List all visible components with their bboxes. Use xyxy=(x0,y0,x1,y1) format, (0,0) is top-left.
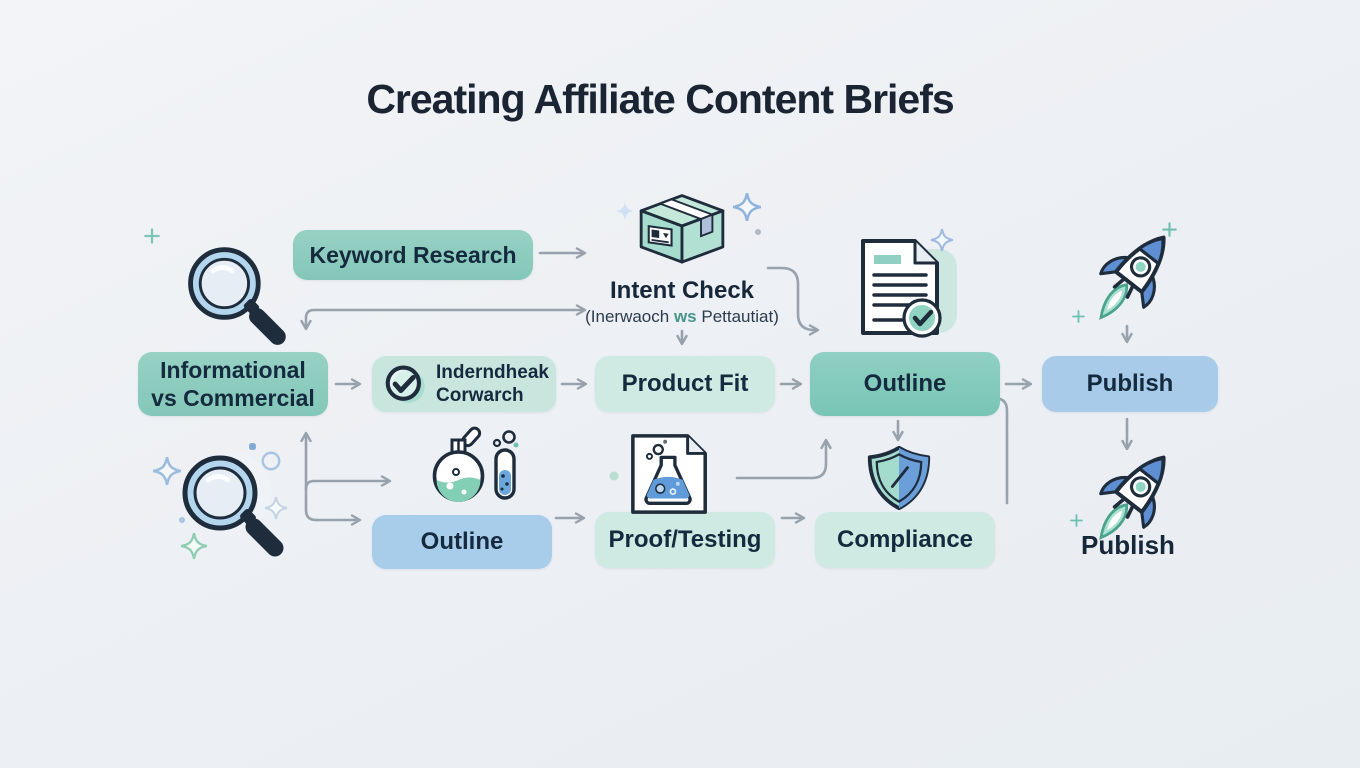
magnifier-icon xyxy=(182,452,284,557)
publish-bottom-label: Publish xyxy=(1081,530,1175,560)
node-label: Product Fit xyxy=(621,370,749,397)
magnifier-icon xyxy=(188,247,286,345)
sparkle-icon xyxy=(616,202,634,220)
node-label: Keyword Research xyxy=(309,241,517,268)
sparkle-icon xyxy=(144,228,160,244)
node-label-line2: Corwarch xyxy=(436,385,524,406)
package-box-icon xyxy=(639,194,725,264)
intent-check-subtitle: (Inerwaoch ws Pettautiat) xyxy=(585,307,779,327)
shield-icon xyxy=(867,445,931,511)
flask-beaker-icon xyxy=(432,426,519,502)
rocket-icon xyxy=(1099,455,1166,540)
document-check-icon xyxy=(861,239,957,338)
rocket-icon xyxy=(1099,235,1166,320)
node-outline-mid: Outline xyxy=(810,352,1000,416)
check-circle-icon xyxy=(385,365,425,403)
node-compliance: Compliance xyxy=(815,512,995,568)
sparkle-icon xyxy=(609,471,619,481)
sparkle-icon xyxy=(733,193,761,221)
node-label: Publish xyxy=(1086,370,1174,397)
sparkle-icon xyxy=(755,229,761,235)
node-keyword-research: Keyword Research xyxy=(293,230,533,280)
node-outline-bottom: Outline xyxy=(372,515,552,569)
node-label-line1: Informational xyxy=(160,356,306,383)
intent-check-title: Intent Check xyxy=(609,277,755,304)
node-label: Proof/Testing xyxy=(608,526,762,553)
sparkle-icon xyxy=(1072,310,1085,323)
node-label-line1: Inderndheak xyxy=(436,361,549,383)
node-proof-testing: Proof/Testing xyxy=(595,512,775,568)
sparkle-icon xyxy=(180,532,208,560)
node-label: Outline xyxy=(863,370,947,397)
sparkle-icon xyxy=(1162,222,1177,237)
sparkle-icon xyxy=(261,451,281,471)
sparkle-icon xyxy=(249,443,256,450)
paper-flask-icon xyxy=(631,434,707,514)
node-informational-vs-commercial: Informational vs Commercial xyxy=(138,352,328,416)
node-label: Compliance xyxy=(836,526,974,553)
sparkle-icon xyxy=(1070,514,1083,527)
sparkle-icon xyxy=(179,517,185,523)
node-product-fit: Product Fit xyxy=(595,356,775,412)
node-publish: Publish xyxy=(1042,356,1218,412)
sparkle-icon xyxy=(930,228,954,252)
sparkle-icon xyxy=(264,496,288,520)
node-intermediate-check: Inderndheak Corwarch xyxy=(372,356,556,412)
page-title: Creating Affiliate Content Briefs xyxy=(366,76,954,122)
node-label-line2: vs Commercial xyxy=(151,385,315,411)
intent-check-label: Intent Check (Inerwaoch ws Pettautiat) xyxy=(522,277,842,327)
node-label: Outline xyxy=(420,528,504,555)
sparkle-icon xyxy=(153,457,181,485)
